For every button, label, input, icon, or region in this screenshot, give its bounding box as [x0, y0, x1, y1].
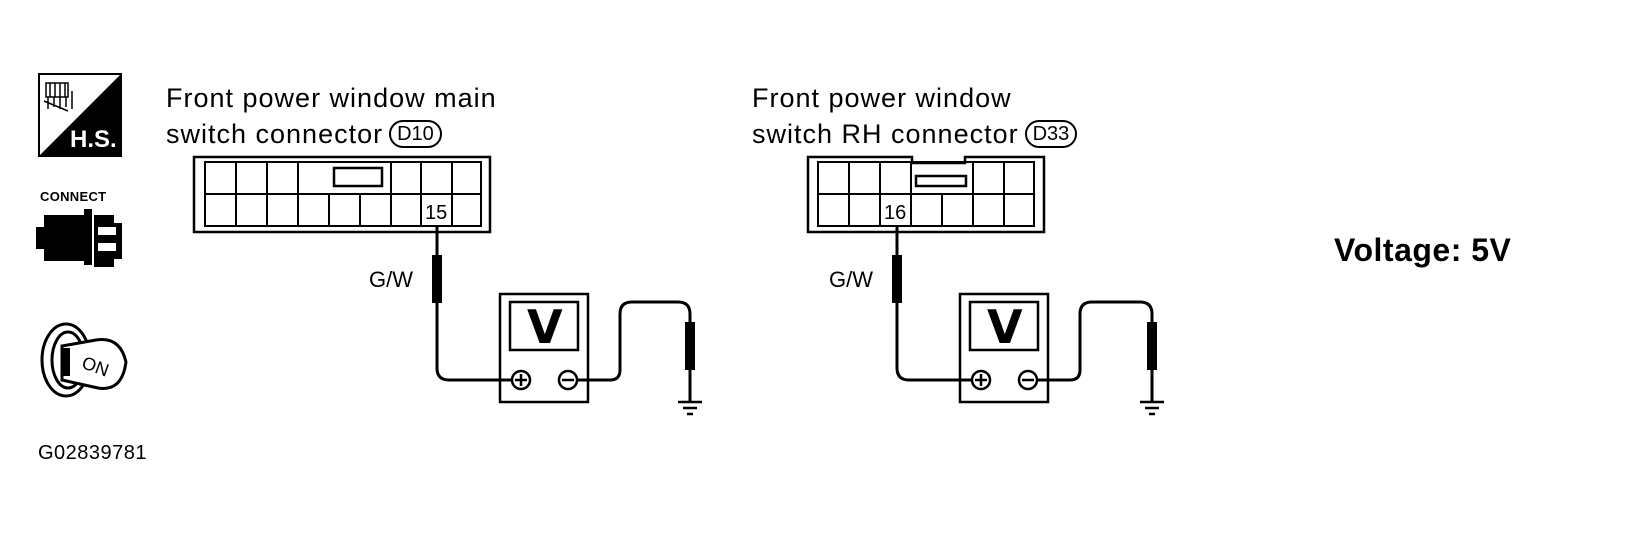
left-title-line1: Front power window main [166, 83, 497, 113]
hs-label: H.S. [70, 126, 117, 153]
right-wire-color-label: G/W [829, 267, 873, 292]
left-connector-id-badge: D10 [389, 120, 442, 148]
left-title-line2: switch connector [166, 119, 384, 149]
left-voltmeter-body [498, 292, 590, 404]
voltage-spec: Voltage: 5V [1334, 232, 1512, 268]
figure-code: G02839781 [38, 442, 148, 464]
right-connector-body [806, 155, 1046, 234]
left-wire-color-label: G/W [369, 267, 413, 292]
ignition-on-icon: ON [38, 318, 130, 400]
right-title-line2: switch RH connector [752, 119, 1019, 149]
right-voltmeter-body [958, 292, 1050, 404]
connect-icon [34, 205, 126, 275]
left-pin-number: 15 [425, 202, 447, 224]
left-meter-label: V [527, 300, 563, 354]
right-connector-id-badge: D33 [1024, 120, 1078, 148]
right-title-line1: Front power window [752, 83, 1012, 113]
right-pin-number: 16 [884, 202, 906, 224]
right-meter-label: V [987, 300, 1023, 354]
connect-label: CONNECT [40, 189, 107, 204]
harness-icon: H.S. [38, 73, 122, 157]
left-connector-title: Front power window main switch connector… [166, 80, 497, 152]
left-connector-body [192, 155, 492, 234]
